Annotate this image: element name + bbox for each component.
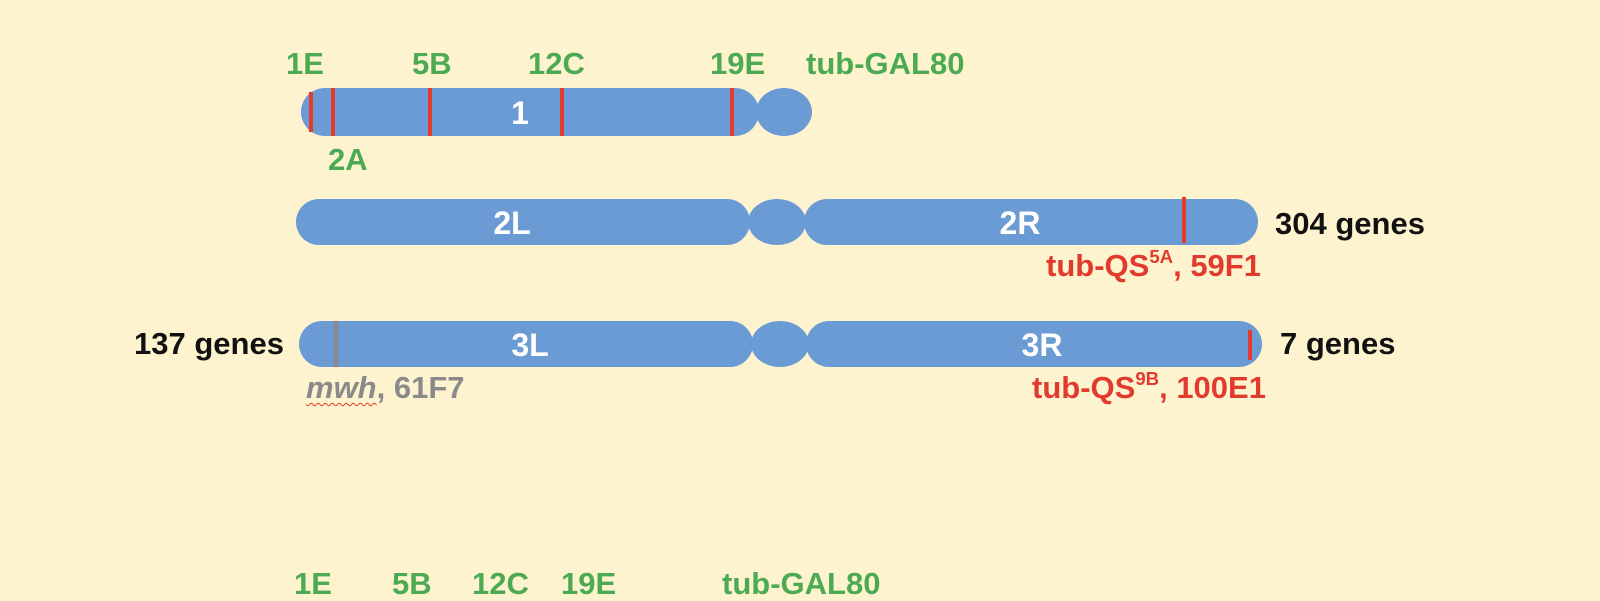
chromosome-3l-label: 3L bbox=[511, 327, 549, 363]
qs-9b-marker bbox=[1248, 330, 1252, 360]
qs-9b-position: , 100E1 bbox=[1159, 370, 1266, 405]
band-label-19e: 19E bbox=[710, 46, 766, 81]
band-marker-12c bbox=[560, 88, 564, 136]
bottom-label-1e: 1E bbox=[294, 566, 332, 601]
qs-9b-name: tub-QS bbox=[1032, 370, 1136, 405]
chromosome-2-gene-count: 304 genes bbox=[1275, 206, 1425, 241]
bottom-label-5b: 5B bbox=[392, 566, 432, 601]
mwh-position: , 61F7 bbox=[376, 370, 465, 405]
qs-9b-superscript: 9B bbox=[1135, 367, 1160, 389]
chromosome-x-arm bbox=[301, 88, 759, 136]
bottom-label-12c: 12C bbox=[472, 566, 529, 601]
chromosome-3r-label: 3R bbox=[1021, 327, 1063, 363]
qs-9b-label: tub-QS9B, 100E1 bbox=[1032, 369, 1266, 405]
qs-5a-label: tub-QS5A, 59F1 bbox=[1046, 247, 1261, 283]
chromosome-2r-label: 2R bbox=[999, 205, 1041, 241]
bottom-label-19e: 19E bbox=[561, 566, 617, 601]
chromosome-x-label: 1 bbox=[511, 95, 529, 131]
band-marker-2a bbox=[331, 88, 335, 136]
band-label-1e: 1E bbox=[286, 46, 324, 81]
chromosome-2l-arm bbox=[296, 199, 750, 245]
mwh-label: mwh, 61F7 bbox=[306, 372, 465, 403]
band-label-5b: 5B bbox=[412, 46, 452, 81]
chromosome-x-centromere bbox=[756, 88, 812, 136]
chromosome-3l-arm bbox=[299, 321, 753, 367]
mwh-name: mwh bbox=[306, 370, 377, 405]
band-marker-19e bbox=[730, 88, 734, 136]
band-marker-1e bbox=[309, 92, 313, 132]
chromosome-3-right-gene-count: 7 genes bbox=[1280, 326, 1396, 361]
chromosome-3r-arm bbox=[806, 321, 1262, 367]
band-label-12c: 12C bbox=[528, 46, 585, 81]
qs-5a-marker bbox=[1182, 197, 1186, 243]
chromosome-3-centromere bbox=[751, 321, 809, 367]
qs-5a-name: tub-QS bbox=[1046, 248, 1150, 283]
band-label-2a: 2A bbox=[328, 142, 368, 177]
bottom-label-tub-gal80: tub-GAL80 bbox=[722, 566, 881, 601]
chromosome-2-centromere bbox=[748, 199, 806, 245]
chromosome-3-left-gene-count: 137 genes bbox=[134, 326, 284, 361]
qs-5a-superscript: 5A bbox=[1149, 245, 1174, 267]
qs-5a-position: , 59F1 bbox=[1173, 248, 1261, 283]
chromosome-2l-label: 2L bbox=[493, 205, 531, 241]
band-marker-5b bbox=[428, 88, 432, 136]
mwh-marker bbox=[334, 321, 338, 367]
tub-gal80-label: tub-GAL80 bbox=[806, 46, 965, 81]
